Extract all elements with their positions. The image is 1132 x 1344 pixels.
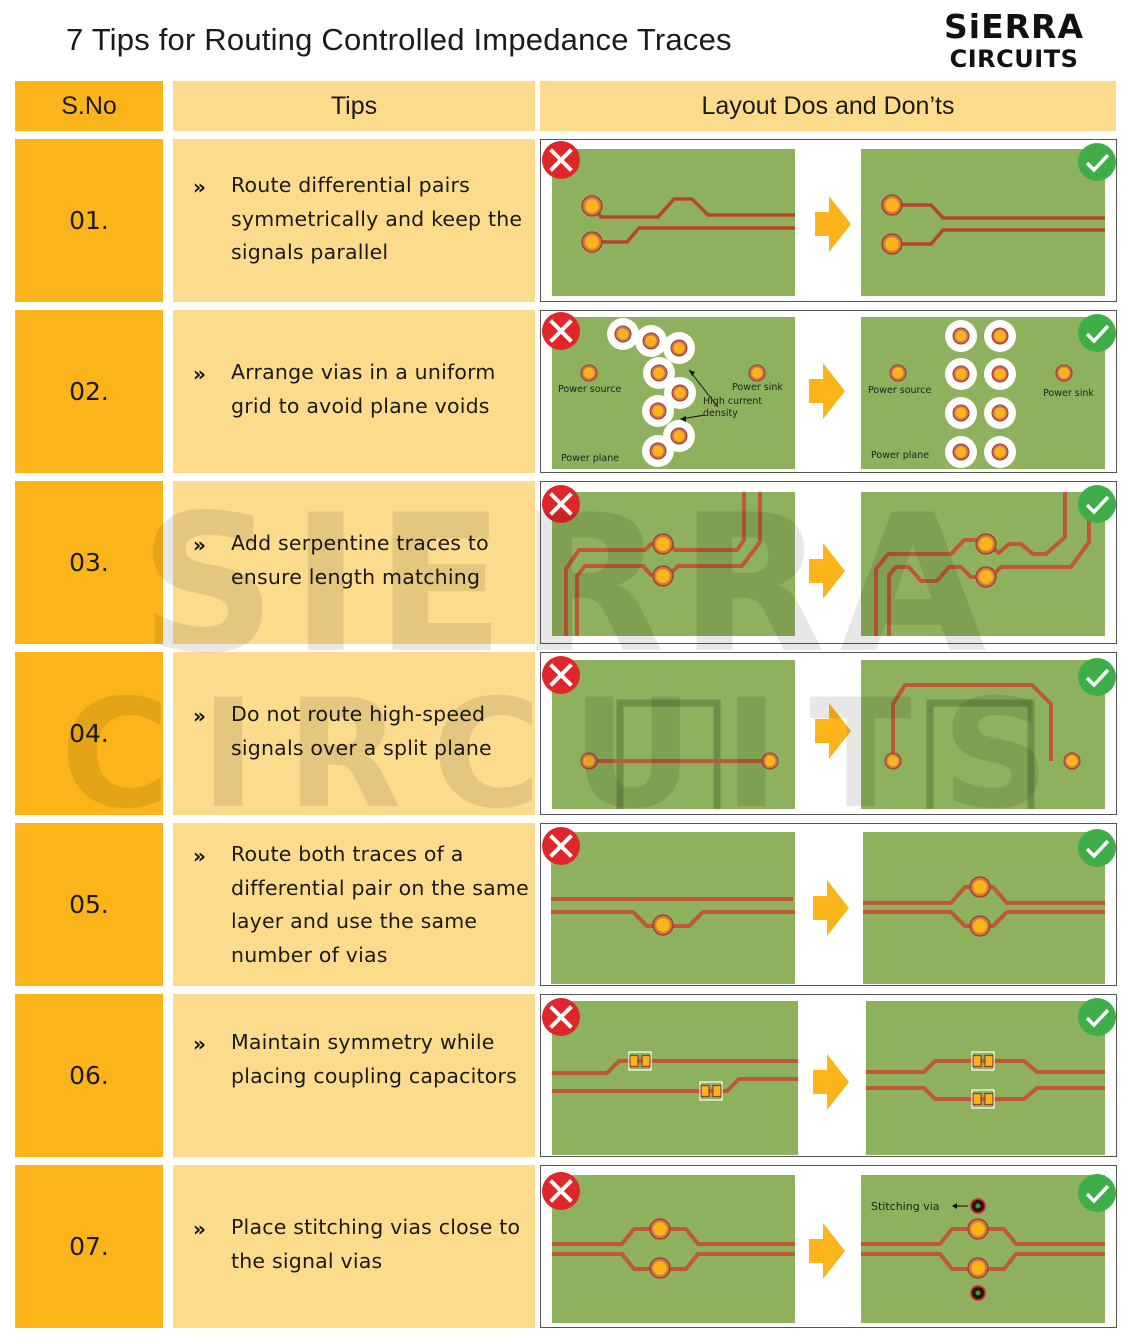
row-number: 01.: [15, 139, 163, 302]
tip-row-5: 05. » Route both traces of a differentia…: [0, 823, 1132, 986]
pcb-diagram: [541, 140, 1118, 296]
row-number: 04.: [15, 652, 163, 815]
arrow-right-icon: [813, 1054, 849, 1110]
cross-icon: [541, 311, 582, 352]
tip-text: Place stitching vias close to the signal…: [231, 1215, 521, 1273]
tip-cell: » Route both traces of a differential pa…: [173, 823, 535, 986]
split-plane-gap: [616, 699, 721, 809]
pcb-diagram: [541, 825, 1118, 984]
cross-icon: [541, 140, 582, 181]
double-chevron-icon: »: [193, 175, 206, 199]
tip-row-6: 06. » Maintain symmetry while placing co…: [0, 994, 1132, 1157]
layout-comparison-panel: Power source Power sink Power plane High…: [540, 310, 1118, 473]
cross-icon: [541, 654, 582, 696]
logo-line2: CIRCUITS: [949, 45, 1079, 73]
svg-text:Power sink: Power sink: [732, 382, 783, 393]
arrow-right-icon: [809, 363, 845, 419]
arrow-right-icon: [815, 703, 851, 759]
tip-row-3: 03. » Add serpentine traces to ensure le…: [0, 481, 1132, 644]
double-chevron-icon: »: [193, 844, 206, 868]
tip-text: Add serpentine traces to ensure length m…: [231, 531, 489, 589]
cross-icon: [541, 483, 582, 525]
svg-text:Power plane: Power plane: [871, 450, 929, 461]
row-number: 07.: [15, 1165, 163, 1328]
double-chevron-icon: »: [193, 704, 206, 728]
row-number: 05.: [15, 823, 163, 986]
tip-row-1: 01. » Route differential pairs symmetric…: [0, 139, 1132, 302]
check-icon: [1076, 141, 1118, 183]
pcb-diagram: Power source Power sink Power plane High…: [541, 311, 1118, 469]
tip-cell: » Route differential pairs symmetrically…: [173, 139, 535, 302]
pcb-diagram: [541, 654, 1118, 809]
svg-text:Stitching via: Stitching via: [871, 1200, 940, 1213]
layout-comparison-panel: [540, 823, 1118, 986]
double-chevron-icon: »: [193, 362, 206, 386]
layout-comparison-panel: Stitching via: [540, 1165, 1118, 1328]
row-number: 02.: [15, 310, 163, 473]
tip-cell: » Maintain symmetry while placing coupli…: [173, 994, 535, 1157]
split-plane-gap: [926, 699, 1035, 809]
tip-text: Arrange vias in a uniform grid to avoid …: [231, 360, 496, 418]
check-icon: [1076, 827, 1118, 869]
tip-cell: » Add serpentine traces to ensure length…: [173, 481, 535, 644]
tip-text: Maintain symmetry while placing coupling…: [231, 1030, 517, 1088]
svg-text:density: density: [703, 408, 738, 419]
arrow-right-icon: [809, 1223, 845, 1279]
incorrect-pcb: [552, 149, 795, 296]
tip-text: Route differential pairs symmetrically a…: [231, 173, 523, 264]
arrow-right-icon: [809, 543, 845, 599]
layout-comparison-panel: [540, 481, 1118, 644]
sierra-circuits-logo: SiERRA CIRCUITS: [924, 7, 1104, 73]
layout-comparison-panel: [540, 994, 1118, 1157]
pcb-diagram: Stitching via: [541, 1170, 1118, 1323]
check-icon: [1076, 1172, 1118, 1214]
cross-icon: [541, 996, 582, 1038]
pcb-diagram: [541, 996, 1118, 1155]
tip-row-7: 07. » Place stitching vias close to the …: [0, 1165, 1132, 1328]
column-header-layout: Layout Dos and Don’ts: [540, 81, 1116, 131]
arrow-right-icon: [813, 880, 849, 936]
cross-icon: [541, 825, 582, 867]
arrow-right-icon: [815, 196, 851, 252]
page-title: 7 Tips for Routing Controlled Impedance …: [66, 22, 732, 57]
tip-row-4: 04. » Do not route high-speed signals ov…: [0, 652, 1132, 815]
svg-text:Power plane: Power plane: [561, 453, 619, 464]
correct-pcb: [861, 149, 1105, 296]
column-header-sno: S.No: [15, 81, 163, 131]
logo-line1: SiERRA: [944, 7, 1084, 46]
check-icon: [1076, 483, 1118, 525]
double-chevron-icon: »: [193, 533, 206, 557]
check-icon: [1076, 996, 1118, 1038]
stitching-via-icon: [970, 1285, 986, 1301]
tip-cell: » Do not route high-speed signals over a…: [173, 652, 535, 815]
column-header-tips: Tips: [173, 81, 535, 131]
row-number: 06.: [15, 994, 163, 1157]
svg-text:High current: High current: [703, 396, 762, 407]
svg-text:Power sink: Power sink: [1043, 388, 1094, 399]
tip-row-2: 02. » Arrange vias in a uniform grid to …: [0, 310, 1132, 473]
pcb-diagram: [541, 483, 1118, 636]
stitching-via-icon: [970, 1198, 986, 1214]
double-chevron-icon: »: [193, 1032, 206, 1056]
layout-comparison-panel: [540, 139, 1118, 302]
cross-icon: [541, 1170, 582, 1212]
tip-cell: » Arrange vias in a uniform grid to avoi…: [173, 310, 535, 473]
layout-comparison-panel: [540, 652, 1118, 815]
check-icon: [1076, 312, 1118, 354]
check-icon: [1076, 656, 1118, 698]
svg-text:Power source: Power source: [558, 384, 621, 395]
tip-cell: » Place stitching vias close to the sign…: [173, 1165, 535, 1328]
tip-text: Do not route high-speed signals over a s…: [231, 702, 492, 760]
tip-text: Route both traces of a differential pair…: [231, 842, 529, 967]
svg-text:Power source: Power source: [868, 385, 931, 396]
row-number: 03.: [15, 481, 163, 644]
double-chevron-icon: »: [193, 1217, 206, 1241]
